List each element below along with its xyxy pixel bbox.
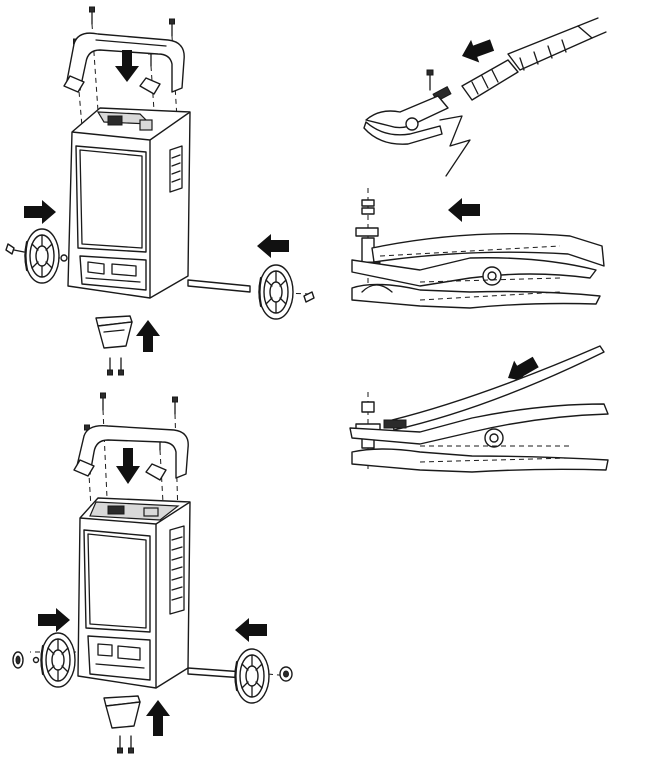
- clamp-icon: [351, 257, 601, 309]
- wheel-icon: [39, 631, 77, 689]
- screw-icon: [355, 188, 381, 296]
- screw-icon: [5, 243, 25, 255]
- direction-arrow-icon: [257, 234, 289, 258]
- cable-icon: [391, 345, 605, 431]
- charger-assembly-bottom: [12, 392, 293, 754]
- clamp-icon: [349, 403, 609, 473]
- wheel-icon: [23, 227, 61, 285]
- direction-arrow-icon: [457, 33, 497, 68]
- charger-body: [77, 497, 191, 689]
- clamp-step-1: [363, 17, 607, 177]
- clamp-step-2: [351, 188, 605, 309]
- screw-icon: [127, 735, 135, 754]
- wheel-icon: [257, 263, 295, 321]
- screw-icon: [88, 6, 96, 25]
- direction-arrow-icon: [235, 618, 267, 642]
- foot-icon: [95, 315, 133, 349]
- screw-icon: [171, 396, 179, 415]
- screw-icon: [99, 392, 107, 411]
- screw-icon: [116, 735, 124, 754]
- screw-icon: [12, 651, 40, 669]
- clamp-icon: [363, 95, 471, 177]
- handle-icon: [63, 32, 185, 95]
- wheel-icon: [233, 647, 271, 705]
- direction-arrow-icon: [448, 198, 480, 222]
- screw-icon: [303, 291, 315, 303]
- screw-icon: [117, 357, 125, 376]
- cable-icon: [461, 17, 607, 101]
- charger-assembly-top: [5, 6, 315, 376]
- direction-arrow-icon: [146, 700, 170, 736]
- screw-icon: [106, 357, 114, 376]
- direction-arrow-icon: [116, 448, 140, 484]
- cable-icon: [371, 233, 605, 267]
- direction-arrow-icon: [115, 50, 139, 82]
- clamp-step-3: [349, 345, 609, 473]
- direction-arrow-icon: [38, 608, 70, 632]
- direction-arrow-icon: [24, 200, 56, 224]
- screw-icon: [279, 666, 293, 682]
- screw-icon: [168, 18, 176, 37]
- handle-icon: [73, 425, 189, 481]
- charger-body: [67, 107, 191, 299]
- foot-icon: [103, 695, 141, 729]
- direction-arrow-icon: [136, 320, 160, 352]
